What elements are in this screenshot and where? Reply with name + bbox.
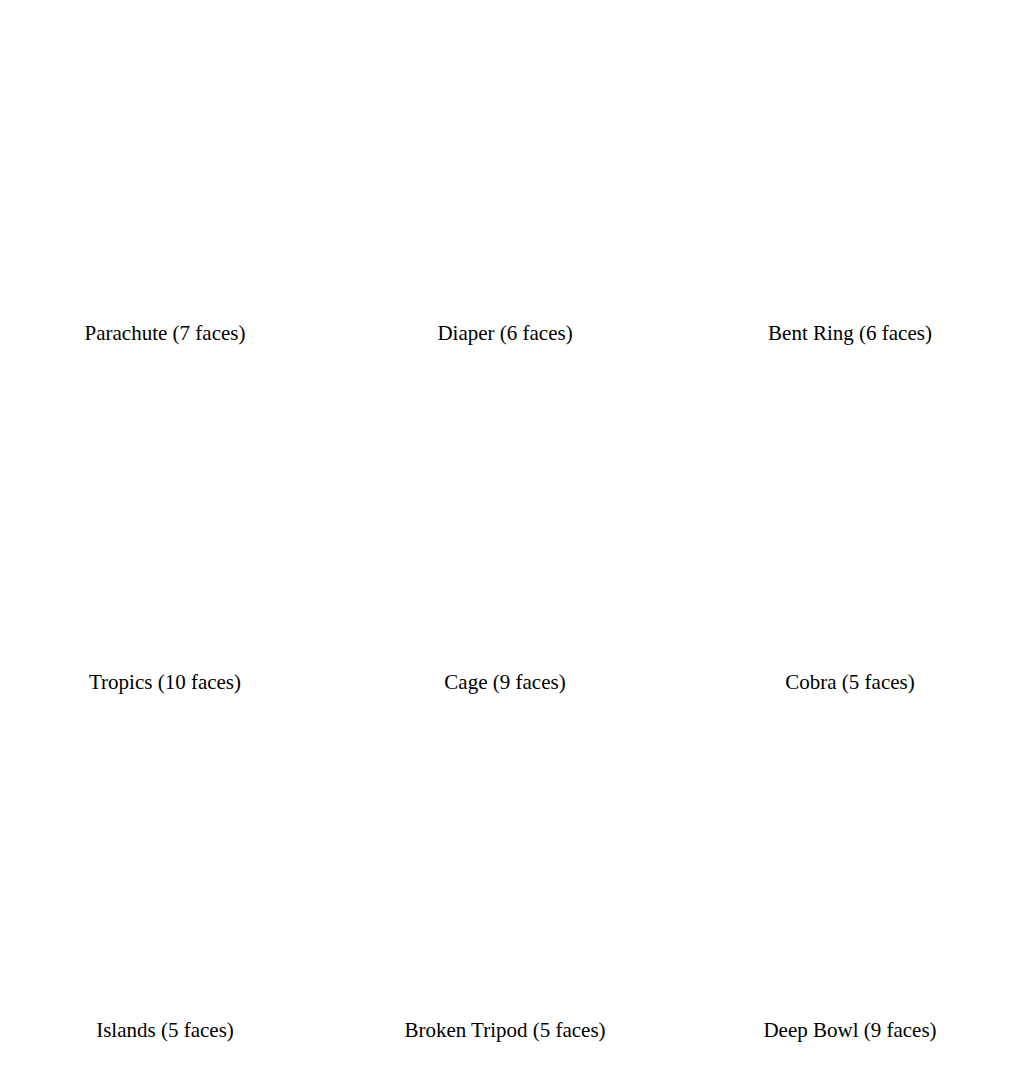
dodecahedron <box>378 107 658 304</box>
dodecahedron <box>38 890 318 1000</box>
figure-caption: Diaper (6 faces) <box>437 321 572 346</box>
figure-caption: Broken Tripod (5 faces) <box>404 1018 605 1043</box>
figure-caption: Tropics (10 faces) <box>89 670 241 695</box>
figure-caption: Cobra (5 faces) <box>785 670 914 695</box>
figure-caption: Islands (5 faces) <box>96 1018 234 1043</box>
dodecahedron <box>12 26 292 223</box>
dodecahedron <box>697 55 925 304</box>
dodecahedron <box>352 373 632 622</box>
dodecahedron <box>378 750 658 918</box>
figure-caption: Cage (9 faces) <box>444 670 565 695</box>
figure-caption: Parachute (7 faces) <box>85 321 246 346</box>
dodecahedron <box>775 466 1003 651</box>
figure-caption: Bent Ring (6 faces) <box>768 321 932 346</box>
figure-caption: Deep Bowl (9 faces) <box>763 1018 936 1043</box>
dodecahedron <box>697 750 1003 999</box>
dodecahedron <box>12 373 318 652</box>
